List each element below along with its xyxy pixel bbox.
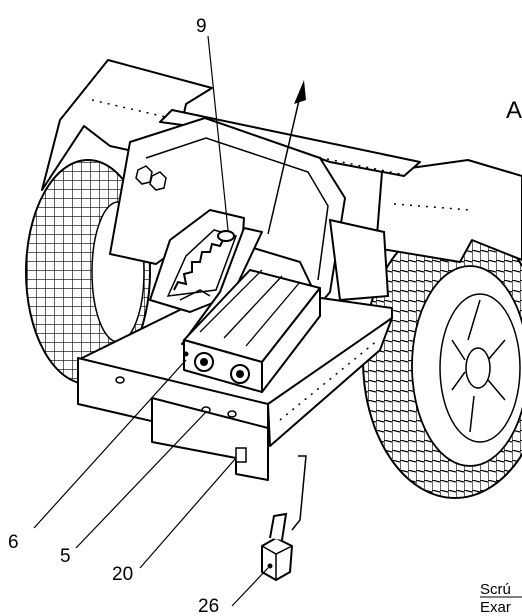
- leader-lines: [33, 35, 269, 607]
- gear-motor: [149, 209, 245, 313]
- callout-9: 9: [196, 16, 207, 37]
- switch-26: [261, 455, 307, 581]
- callout-6: 6: [8, 532, 19, 553]
- cut-text-bottom-line2: Exar: [480, 599, 511, 616]
- direction-arrow: [267, 80, 306, 235]
- cut-text-bottom-line1: Scrú: [480, 581, 511, 598]
- battery-holder: [183, 269, 321, 393]
- callout-20: 20: [112, 564, 133, 585]
- nut-left: [135, 165, 167, 191]
- right-side-bracket: [328, 218, 390, 302]
- right-mudguard: [375, 159, 522, 263]
- callout-26: 26: [198, 596, 219, 616]
- right-wheel: [362, 221, 522, 499]
- callout-5: 5: [60, 546, 71, 567]
- cut-text-top-right: A: [506, 97, 522, 124]
